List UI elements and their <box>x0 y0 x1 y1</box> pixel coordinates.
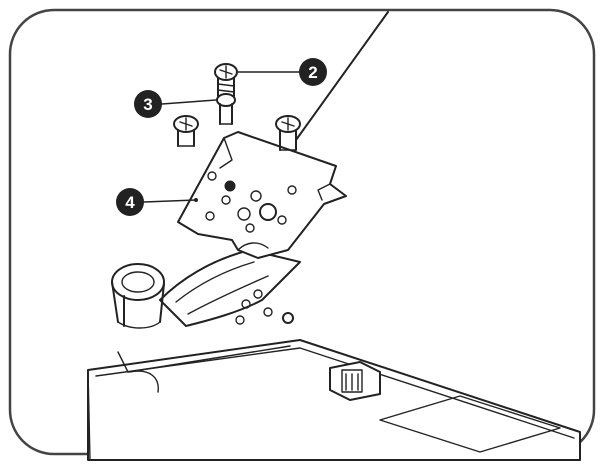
panel-edge-line <box>295 11 389 141</box>
base-connector <box>329 361 381 401</box>
screw-top <box>214 63 238 97</box>
callout-4: 4 <box>116 188 144 216</box>
callout-3: 3 <box>134 90 162 118</box>
device-base <box>87 339 581 461</box>
callout-2-label: 2 <box>308 63 317 82</box>
screw-middle <box>216 93 236 125</box>
callout-4-label: 4 <box>125 193 135 212</box>
callout-2: 2 <box>299 58 327 86</box>
bracket <box>177 131 347 259</box>
callout-3-label: 3 <box>143 95 152 114</box>
mounting-holes <box>235 289 294 325</box>
leader-line-4 <box>143 199 197 203</box>
leader-line-3 <box>161 99 217 105</box>
screw-right <box>275 115 301 151</box>
screw-left <box>173 115 199 147</box>
hinge-arm <box>111 249 301 329</box>
